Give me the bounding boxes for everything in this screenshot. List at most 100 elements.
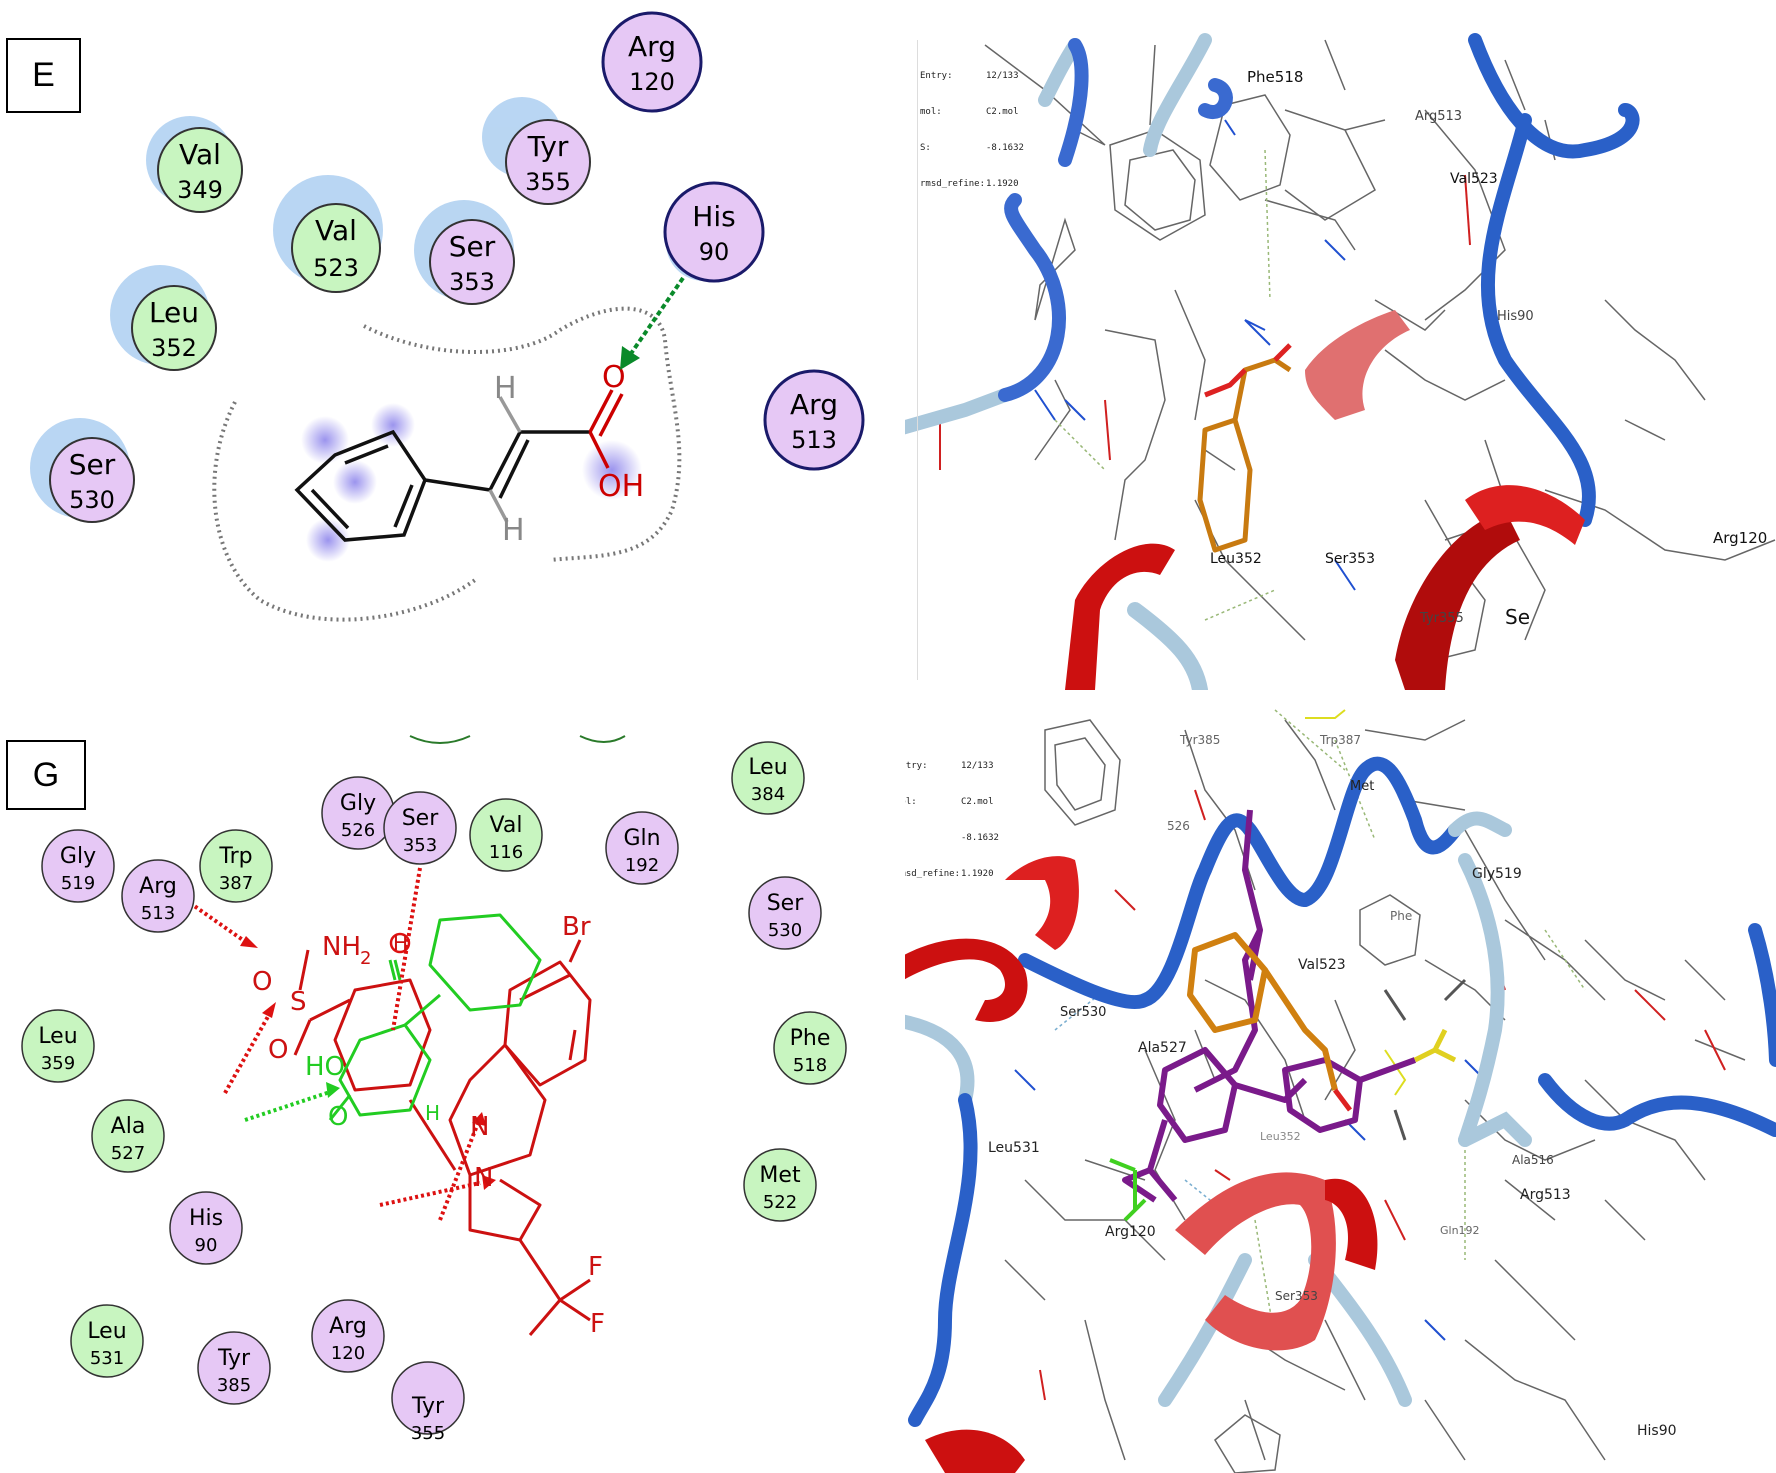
residue-trp387: Trp387 (199, 829, 273, 903)
label-val523: Val523 (1450, 171, 1498, 187)
svg-text:Val: Val (315, 214, 357, 247)
svg-text:Tyr: Tyr (527, 130, 569, 163)
svg-text:Leu: Leu (149, 296, 199, 329)
interaction-diagram-g: Br NH 2 O S O HO O H H N N F F F Leu384 … (21, 735, 847, 1444)
ligand-green (328, 913, 542, 1121)
svg-text:Arg: Arg (329, 1314, 367, 1339)
atom-highlights-h (1014, 709, 1726, 1401)
svg-text:Leu: Leu (87, 1319, 126, 1344)
label-trp387: Trp387 (1319, 733, 1361, 747)
svg-text:359: 359 (41, 1053, 75, 1074)
svg-text:2: 2 (360, 948, 371, 969)
svg-text:S: S (290, 987, 307, 1017)
svg-text:F: F (590, 1309, 605, 1339)
svg-text:116: 116 (489, 842, 523, 863)
residue-gly526: Gly 526 (321, 776, 395, 850)
panel-g: Br NH 2 O S O HO O H H N N F F F Leu384 … (0, 700, 905, 1473)
residue-tyr355: Tyr 355 (505, 119, 591, 205)
panel-label-e: E (6, 38, 81, 113)
svg-text:H: H (393, 931, 408, 955)
residue-gln192: Gln 192 (605, 811, 679, 885)
hbond-green (244, 1090, 331, 1122)
hbond-his90 (628, 276, 685, 357)
hbond-dashes-h (1054, 709, 1586, 1341)
svg-text:Tyr: Tyr (411, 1394, 445, 1419)
residue-gly519: Gly519 (41, 829, 115, 903)
atom-o: O (602, 360, 626, 395)
ribbon-coils (905, 33, 1640, 690)
svg-text:513: 513 (141, 903, 175, 924)
label-ala527: Ala527 (1138, 1040, 1187, 1056)
svg-text:Gln: Gln (623, 826, 660, 851)
label-ser530: Ser530 (1060, 1005, 1106, 1020)
svg-text:384: 384 (751, 784, 785, 805)
residue-ser353: Ser 353 (383, 791, 457, 865)
label-526: 526 (1167, 819, 1190, 833)
svg-text:Gly: Gly (340, 791, 376, 816)
residue-val523: Val 523 (291, 203, 381, 293)
residue-arg513: Arg513 (121, 859, 195, 933)
svg-text:Gly: Gly (60, 844, 96, 869)
label-his90: His90 (1637, 1423, 1677, 1439)
svg-text:Ser: Ser (767, 891, 805, 916)
label-se: Se (1505, 605, 1530, 629)
pi-marker (389, 932, 411, 954)
label-tyr355: Tyr355 (1419, 611, 1464, 626)
svg-text:O: O (268, 1035, 288, 1065)
svg-text:355: 355 (411, 1423, 445, 1444)
svg-text:526: 526 (341, 820, 375, 841)
svg-text:349: 349 (177, 176, 223, 204)
panel-f: Phe518 Arg513 Val523 His90 Leu352 Ser353… (905, 0, 1776, 690)
svg-text:527: 527 (111, 1143, 145, 1164)
svg-text:Ser: Ser (402, 806, 440, 831)
hbond-arrowhead (620, 346, 640, 370)
residue-wireframe-h (1004, 719, 1746, 1473)
svg-text:192: 192 (625, 855, 659, 876)
panel-e: H H O OH Arg 120 Val 349 Tyr 355 Val 523 (0, 0, 905, 690)
pocket-outline (363, 306, 682, 562)
svg-text:Ala: Ala (111, 1114, 146, 1139)
residue-leu352: Leu 352 (131, 285, 217, 371)
svg-text:90: 90 (195, 1235, 218, 1256)
residue-phe518: Phe518 (773, 1011, 847, 1085)
label-phe518: Phe518 (1247, 68, 1303, 86)
label-arg513: Arg513 (1520, 1187, 1571, 1203)
label-arg513: Arg513 (1415, 109, 1462, 124)
svg-text:120: 120 (629, 68, 675, 96)
svg-text:Leu: Leu (748, 755, 787, 780)
svg-text:522: 522 (763, 1192, 797, 1213)
svg-text:385: 385 (217, 1375, 251, 1396)
atom-h-bottom: H (502, 513, 525, 548)
svg-text:N: N (470, 1112, 489, 1142)
atom-highlights (939, 119, 1471, 591)
panel-h: Tyr385 Trp387 Met 526 Gly519 Phe Val523 … (905, 700, 1776, 1473)
panel-label-g: G (6, 740, 86, 810)
svg-text:90: 90 (699, 238, 730, 266)
residue-his90: His90 (169, 1191, 243, 1265)
hbond-arrows-red (188, 867, 481, 1221)
svg-text:530: 530 (69, 486, 115, 514)
ligand-sulfonamide (1109, 978, 1467, 1222)
svg-text:518: 518 (793, 1055, 827, 1076)
svg-text:NH: NH (322, 932, 361, 962)
ligand-atoms: Br NH 2 O S O HO O H H N N F F F (252, 912, 605, 1339)
residue-wireframe (984, 39, 1776, 661)
svg-text:353: 353 (403, 835, 437, 856)
ligand-f (1197, 343, 1292, 553)
svg-text:Val: Val (490, 813, 523, 838)
residue-tyr385: Tyr385 (197, 1331, 271, 1405)
residue-tyr355: Tyr 355 (391, 1361, 465, 1444)
svg-text:N: N (474, 1163, 493, 1193)
svg-text:Ser: Ser (449, 230, 496, 263)
label-met: Met (1350, 779, 1374, 794)
ribbon-helices (1065, 310, 1585, 690)
residue-ser530: Ser530 (748, 876, 822, 950)
label-leu352: Leu352 (1210, 551, 1262, 567)
ligand-orange (1187, 932, 1338, 1091)
label-phe: Phe (1390, 909, 1412, 923)
atom-oh: OH (598, 469, 644, 504)
svg-text:H: H (425, 1101, 440, 1125)
residue-ala527: Ala 527 (91, 1099, 165, 1173)
